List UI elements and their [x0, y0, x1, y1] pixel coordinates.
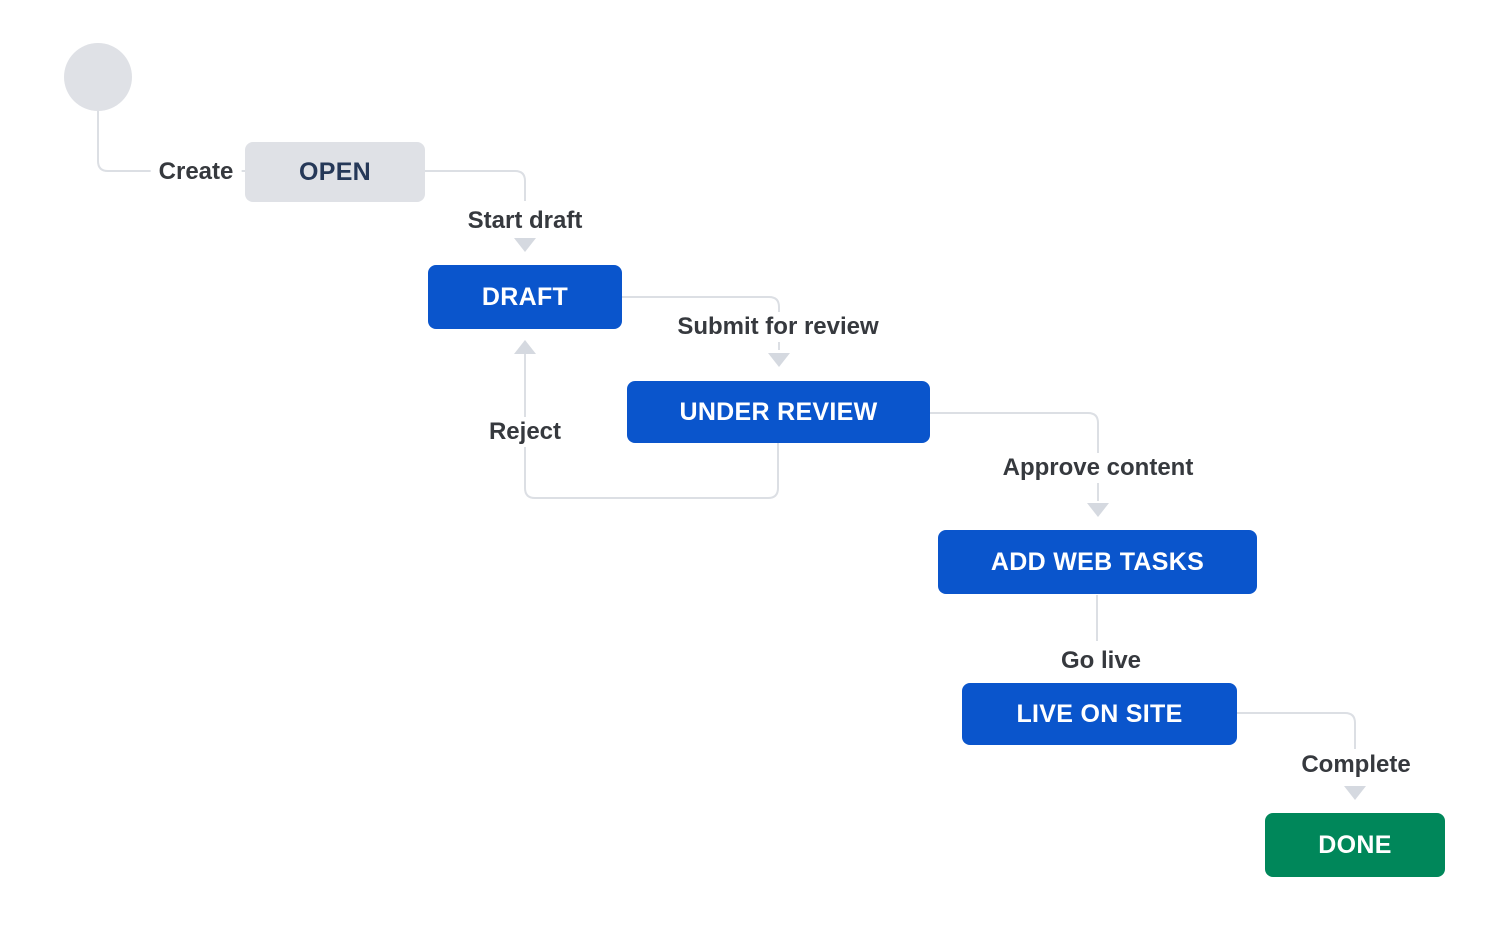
transition-label-start-draft[interactable]: Start draft — [459, 206, 591, 236]
connector-start-draft — [425, 170, 526, 201]
arrowhead-approve-content-down-icon — [1087, 503, 1109, 517]
connector-submit-for-review — [622, 296, 780, 350]
arrowhead-reject-up-icon — [514, 340, 536, 354]
connector-reject — [524, 354, 779, 499]
arrowhead-complete-down-icon — [1344, 786, 1366, 800]
transition-label-go-live[interactable]: Go live — [1052, 646, 1150, 676]
arrowhead-start-draft-down-icon — [514, 238, 536, 252]
node-live-on-site[interactable]: LIVE ON SITE — [962, 683, 1237, 745]
transition-label-submit-for-review[interactable]: Submit for review — [669, 312, 887, 342]
connector-approve-content — [930, 412, 1099, 501]
connector-complete — [1237, 712, 1356, 749]
node-add-web-tasks[interactable]: ADD WEB TASKS — [938, 530, 1257, 594]
transition-label-reject[interactable]: Reject — [480, 417, 570, 447]
node-draft[interactable]: DRAFT — [428, 265, 622, 329]
node-under-review[interactable]: UNDER REVIEW — [627, 381, 930, 443]
transition-label-complete[interactable]: Complete — [1293, 750, 1419, 780]
transition-label-approve-content[interactable]: Approve content — [994, 453, 1202, 483]
arrowhead-submit-for-review-down-icon — [768, 353, 790, 367]
connector-create — [97, 111, 245, 172]
start-node-circle — [64, 43, 132, 111]
node-done[interactable]: DONE — [1265, 813, 1445, 877]
node-open[interactable]: OPEN — [245, 142, 425, 202]
transition-label-create[interactable]: Create — [150, 157, 242, 187]
